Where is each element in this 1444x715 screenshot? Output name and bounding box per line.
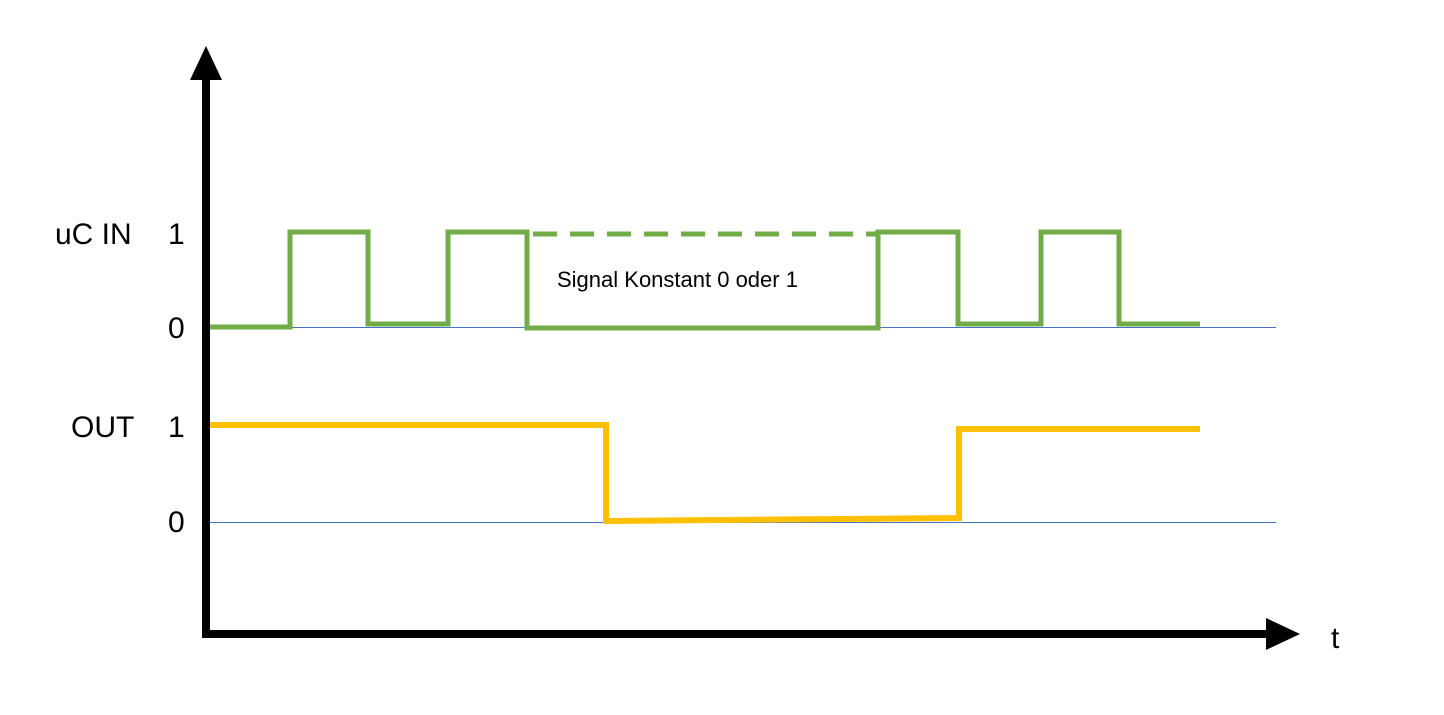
constant-signal-annotation: Signal Konstant 0 oder 1 — [557, 267, 798, 292]
uc-in-waveform — [205, 229, 1200, 331]
out-waveform — [205, 422, 1200, 525]
out-high-level-label: 1 — [168, 411, 185, 444]
uc-in-high-level-label: 1 — [168, 218, 185, 251]
out-low-level-label: 0 — [168, 506, 185, 539]
time-axis-label: t — [1331, 622, 1340, 655]
out-signal-label: OUT — [71, 411, 134, 444]
y-axis-arrowhead-icon — [190, 46, 222, 80]
uc-in-low-level-label: 0 — [168, 312, 185, 345]
uc-in-signal-label: uC IN — [55, 218, 132, 251]
x-axis-arrowhead-icon — [1266, 618, 1300, 650]
